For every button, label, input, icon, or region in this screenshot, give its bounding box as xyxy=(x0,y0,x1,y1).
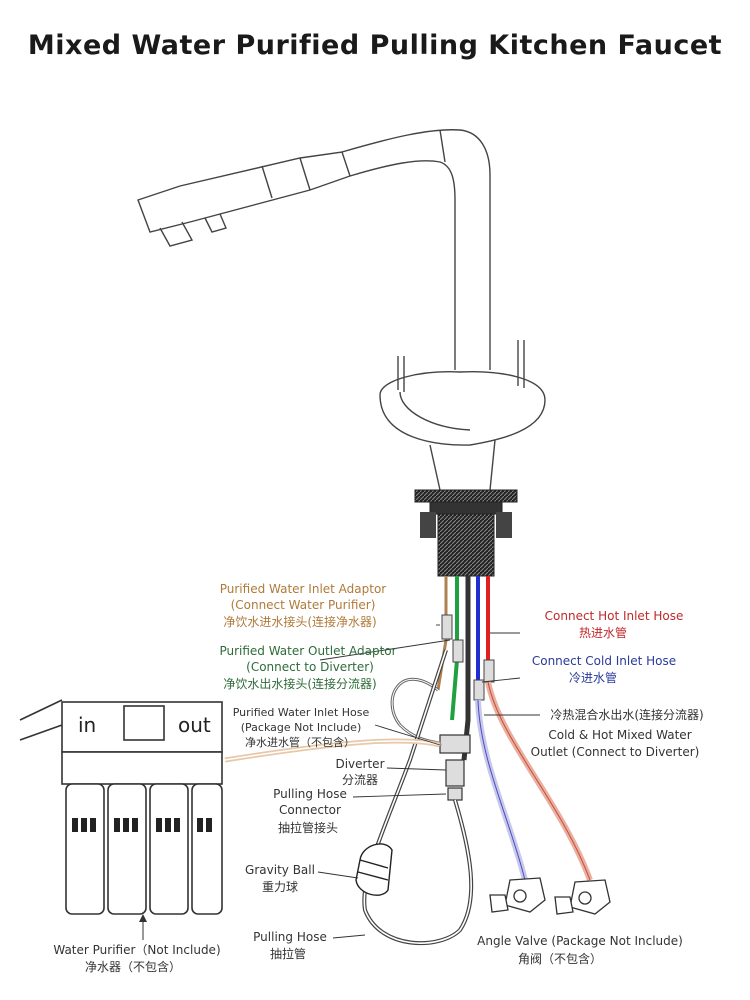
svg-text:(Connect Water Purifier): (Connect Water Purifier) xyxy=(231,598,376,612)
purifier-in-label: in xyxy=(78,713,96,737)
svg-text:Water Purifier（Not Include): Water Purifier（Not Include) xyxy=(53,943,220,957)
label-purified-outlet-adaptor: Purified Water Outlet Adaptor (Connect t… xyxy=(219,644,396,691)
svg-text:Outlet (Connect to Diverter): Outlet (Connect to Diverter) xyxy=(531,745,700,759)
svg-text:Connect Hot Inlet Hose: Connect Hot Inlet Hose xyxy=(545,609,684,623)
label-hot-inlet: Connect Hot Inlet Hose 热进水管 xyxy=(545,609,684,640)
label-cold-inlet: Connect Cold Inlet Hose 冷进水管 xyxy=(532,654,676,685)
mounting-nut xyxy=(414,489,518,503)
svg-text:重力球: 重力球 xyxy=(262,880,298,894)
svg-text:分流器: 分流器 xyxy=(342,773,378,787)
svg-text:冷热混合水出水(连接分流器): 冷热混合水出水(连接分流器) xyxy=(550,707,703,722)
svg-text:Gravity Ball: Gravity Ball xyxy=(245,863,315,877)
svg-text:Purified Water Outlet Adaptor: Purified Water Outlet Adaptor xyxy=(219,644,396,658)
label-mixed-outlet: 冷热混合水出水(连接分流器) Cold & Hot Mixed Water Ou… xyxy=(531,707,704,759)
diverter-assembly xyxy=(439,734,471,801)
svg-text:净水进水管（不包含）: 净水进水管（不包含） xyxy=(245,735,355,749)
svg-text:Diverter: Diverter xyxy=(335,757,384,771)
leader-lines xyxy=(317,624,540,939)
svg-text:(Connect to Diverter): (Connect to Diverter) xyxy=(246,660,374,674)
faucet-body xyxy=(137,129,546,576)
svg-text:热进水管: 热进水管 xyxy=(579,625,627,640)
svg-text:净饮水出水接头(连接分流器): 净饮水出水接头(连接分流器) xyxy=(223,676,376,691)
svg-text:Connect Cold Inlet Hose: Connect Cold Inlet Hose xyxy=(532,654,676,668)
mounting-thread xyxy=(437,513,495,577)
label-purified-inlet-hose: Purified Water Inlet Hose (Package Not I… xyxy=(233,706,370,749)
svg-text:(Package Not Include): (Package Not Include) xyxy=(241,721,361,734)
svg-text:Purified Water Inlet Adaptor: Purified Water Inlet Adaptor xyxy=(220,582,387,596)
label-purified-inlet-adaptor: Purified Water Inlet Adaptor (Connect Wa… xyxy=(220,582,387,629)
angle-valves xyxy=(489,877,611,915)
label-pulling-hose-connector: Pulling Hose Connector 抽拉管接头 xyxy=(273,787,347,835)
svg-text:抽拉管接头: 抽拉管接头 xyxy=(278,820,338,835)
label-angle-valve: Angle Valve (Package Not Include) 角阀（不包含… xyxy=(477,934,683,966)
svg-text:Angle Valve (Package Not Inclu: Angle Valve (Package Not Include) xyxy=(477,934,683,948)
water-purifier xyxy=(19,699,223,915)
label-pulling-hose: Pulling Hose 抽拉管 xyxy=(253,930,327,961)
svg-text:Purified Water Inlet Hose: Purified Water Inlet Hose xyxy=(233,706,370,719)
gravity-ball xyxy=(355,843,393,896)
page-title: Mixed Water Purified Pulling Kitchen Fau… xyxy=(27,30,723,61)
svg-text:净水器（不包含）: 净水器（不包含） xyxy=(85,959,181,974)
label-diverter: Diverter 分流器 xyxy=(335,757,384,787)
svg-text:Connector: Connector xyxy=(279,803,341,817)
svg-text:冷进水管: 冷进水管 xyxy=(569,670,617,685)
label-gravity-ball: Gravity Ball 重力球 xyxy=(245,863,315,894)
svg-text:抽拉管: 抽拉管 xyxy=(270,946,306,961)
purifier-out-label: out xyxy=(178,713,211,737)
svg-text:Pulling Hose: Pulling Hose xyxy=(253,930,327,944)
svg-text:净饮水进水接头(连接净水器): 净饮水进水接头(连接净水器) xyxy=(223,614,376,629)
svg-text:角阀（不包含）: 角阀（不包含） xyxy=(518,951,602,966)
svg-text:Cold & Hot Mixed Water: Cold & Hot Mixed Water xyxy=(548,728,691,742)
label-water-purifier: Water Purifier（Not Include) 净水器（不包含） xyxy=(53,943,220,974)
svg-text:Pulling Hose: Pulling Hose xyxy=(273,787,347,801)
